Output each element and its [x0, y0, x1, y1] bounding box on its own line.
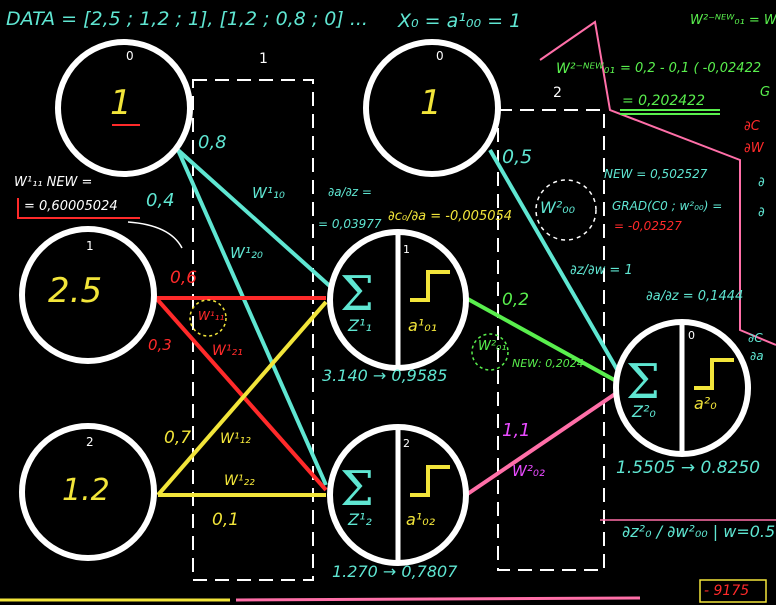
- w10-label: W¹₁₀: [252, 184, 285, 202]
- w01-value: 0,2: [502, 290, 530, 310]
- right-fragment-4: ∂: [758, 205, 765, 220]
- w11-arrow-icon: [127, 221, 183, 249]
- edge-w21: [154, 296, 328, 492]
- w10-value: 0,8: [198, 132, 227, 153]
- w21-value: 0,3: [148, 336, 172, 354]
- w01-new-result: = 0,202422: [622, 93, 705, 109]
- w01-dotted-circle: [471, 333, 509, 371]
- edge-w01: [465, 296, 619, 384]
- data-title: DATA = [2,5 ; 1,2 ; 1], [1,2 ; 0,8 ; 0] …: [6, 8, 368, 30]
- dzdw-value: ∂z/∂w = 1: [570, 263, 633, 278]
- step-icon-out: [694, 358, 734, 390]
- dadz-label: ∂a/∂z =: [328, 185, 372, 199]
- w21-label: W¹₂₁: [212, 343, 243, 359]
- sigma-icon-h2: Σ: [340, 461, 374, 517]
- input-node-1-index: 1: [86, 239, 94, 253]
- w11-value: 0,6: [170, 268, 198, 288]
- w01-label: W²₀₁: [478, 339, 507, 354]
- output-node-a: a²₀: [694, 394, 717, 413]
- input-node-0-index: 0: [126, 49, 134, 63]
- dcda-value: ∂c₀/∂a = -0,005054: [388, 209, 513, 224]
- w01-new-calc: = 0,2 - 0,1 ( -0,02422: [620, 61, 762, 76]
- input-node-2-value: 1.2: [62, 473, 110, 508]
- bias-node-2: [363, 39, 501, 177]
- pink-border-bottom: [235, 596, 641, 602]
- hidden-node-1-index: 1: [403, 243, 410, 256]
- grad-label: GRAD(C0 ; w²₀₀) =: [612, 199, 723, 213]
- w22-value: 0,1: [212, 510, 240, 530]
- top-right-formula: W²⁻ᴺᴱᵂ₀₁ = W: [690, 13, 776, 28]
- dadz2-value: ∂a/∂z = 0,1444: [646, 289, 744, 304]
- w11-new-underline: [17, 198, 140, 219]
- w02-value: 1,1: [502, 420, 531, 441]
- step-icon-h1: [410, 270, 450, 302]
- x0-definition: X₀ = a¹₀₀ = 1: [398, 10, 522, 32]
- right-fragment-1: ∂C: [744, 119, 760, 134]
- w00-dotted-circle: [535, 179, 597, 241]
- right-fragment-3: ∂: [758, 175, 765, 190]
- w11-dotted-circle: [189, 299, 227, 337]
- hidden-node-1-z: Z¹₁: [348, 316, 372, 335]
- bias-node-2-index: 0: [436, 49, 444, 63]
- input-node-2-index: 2: [86, 435, 94, 449]
- input-node-0-value: 1: [110, 83, 132, 123]
- grad-value: = -0,02527: [614, 219, 682, 233]
- output-node-z: Z²₀: [632, 402, 656, 421]
- w01-new-title: W²⁻ᴺᴱᵂ₀₁: [556, 61, 615, 77]
- bottom-value: - 9175: [704, 583, 750, 599]
- layer2-box: [497, 109, 605, 571]
- output-node-values: 1.5505 → 0.8250: [616, 458, 761, 478]
- w11-new-value: = 0,60005024: [24, 199, 118, 214]
- hidden-node-1-a: a¹₀₁: [408, 316, 438, 335]
- hidden-node-2-a: a¹₀₂: [406, 510, 436, 529]
- w02-label: W²₀₂: [512, 462, 545, 480]
- right-fragment-6: ∂C: [748, 331, 763, 345]
- sigma-icon-out: Σ: [626, 354, 660, 410]
- step-icon-h2: [410, 465, 450, 497]
- edge-w00: [488, 148, 624, 380]
- w00-value: 0,5: [502, 146, 533, 168]
- w12-label: W¹₁₂: [220, 431, 251, 447]
- right-fragment-5: G: [760, 85, 771, 100]
- layer-label-2: 2: [553, 85, 562, 101]
- w20-value: 0,4: [146, 190, 175, 211]
- dadz-value: = 0,03977: [318, 217, 382, 231]
- hidden-node-2-index: 2: [403, 437, 410, 450]
- bottom-formula: ∂z²₀ / ∂w²₀₀ | w=0.5 = ∂(w₀₀: [622, 522, 776, 541]
- input-node-1-value: 2.5: [48, 271, 103, 311]
- right-fragment-7: ∂a: [750, 349, 764, 363]
- w01-new: NEW: 0,2024: [512, 357, 584, 370]
- input-node-1: [19, 226, 157, 364]
- sigma-icon-h1: Σ: [340, 266, 374, 322]
- w22-label: W¹₂₂: [224, 473, 255, 489]
- right-fragment-2: ∂W: [744, 141, 764, 156]
- hidden-node-2-values: 1.270 → 0,7807: [332, 562, 458, 581]
- edge-w12: [156, 300, 328, 497]
- pink-border: [539, 20, 776, 346]
- output-node-index: 0: [688, 329, 695, 342]
- w11-new-label: W¹₁₁ NEW =: [14, 175, 93, 190]
- input-node-0: [55, 39, 193, 177]
- edge-w10: [176, 148, 334, 290]
- edge-w02: [464, 390, 620, 497]
- layer-label-1: 1: [259, 51, 268, 67]
- edge-w20: [176, 149, 328, 486]
- w11-label: W¹₁₁: [198, 309, 225, 323]
- hidden-node-1-values: 3.140 → 0,9585: [322, 366, 448, 385]
- new-w00-label: NEW = 0,502527: [604, 167, 708, 181]
- w00-label: W²₀₀: [540, 198, 576, 217]
- w12-value: 0,7: [164, 428, 192, 448]
- bias-node-2-value: 1: [420, 83, 442, 123]
- input-node-2: [19, 423, 157, 561]
- layer1-box: [192, 79, 314, 581]
- w20-label: W¹₂₀: [230, 244, 263, 262]
- hidden-node-2-z: Z¹₂: [348, 510, 372, 529]
- bottom-value-box: [699, 579, 767, 603]
